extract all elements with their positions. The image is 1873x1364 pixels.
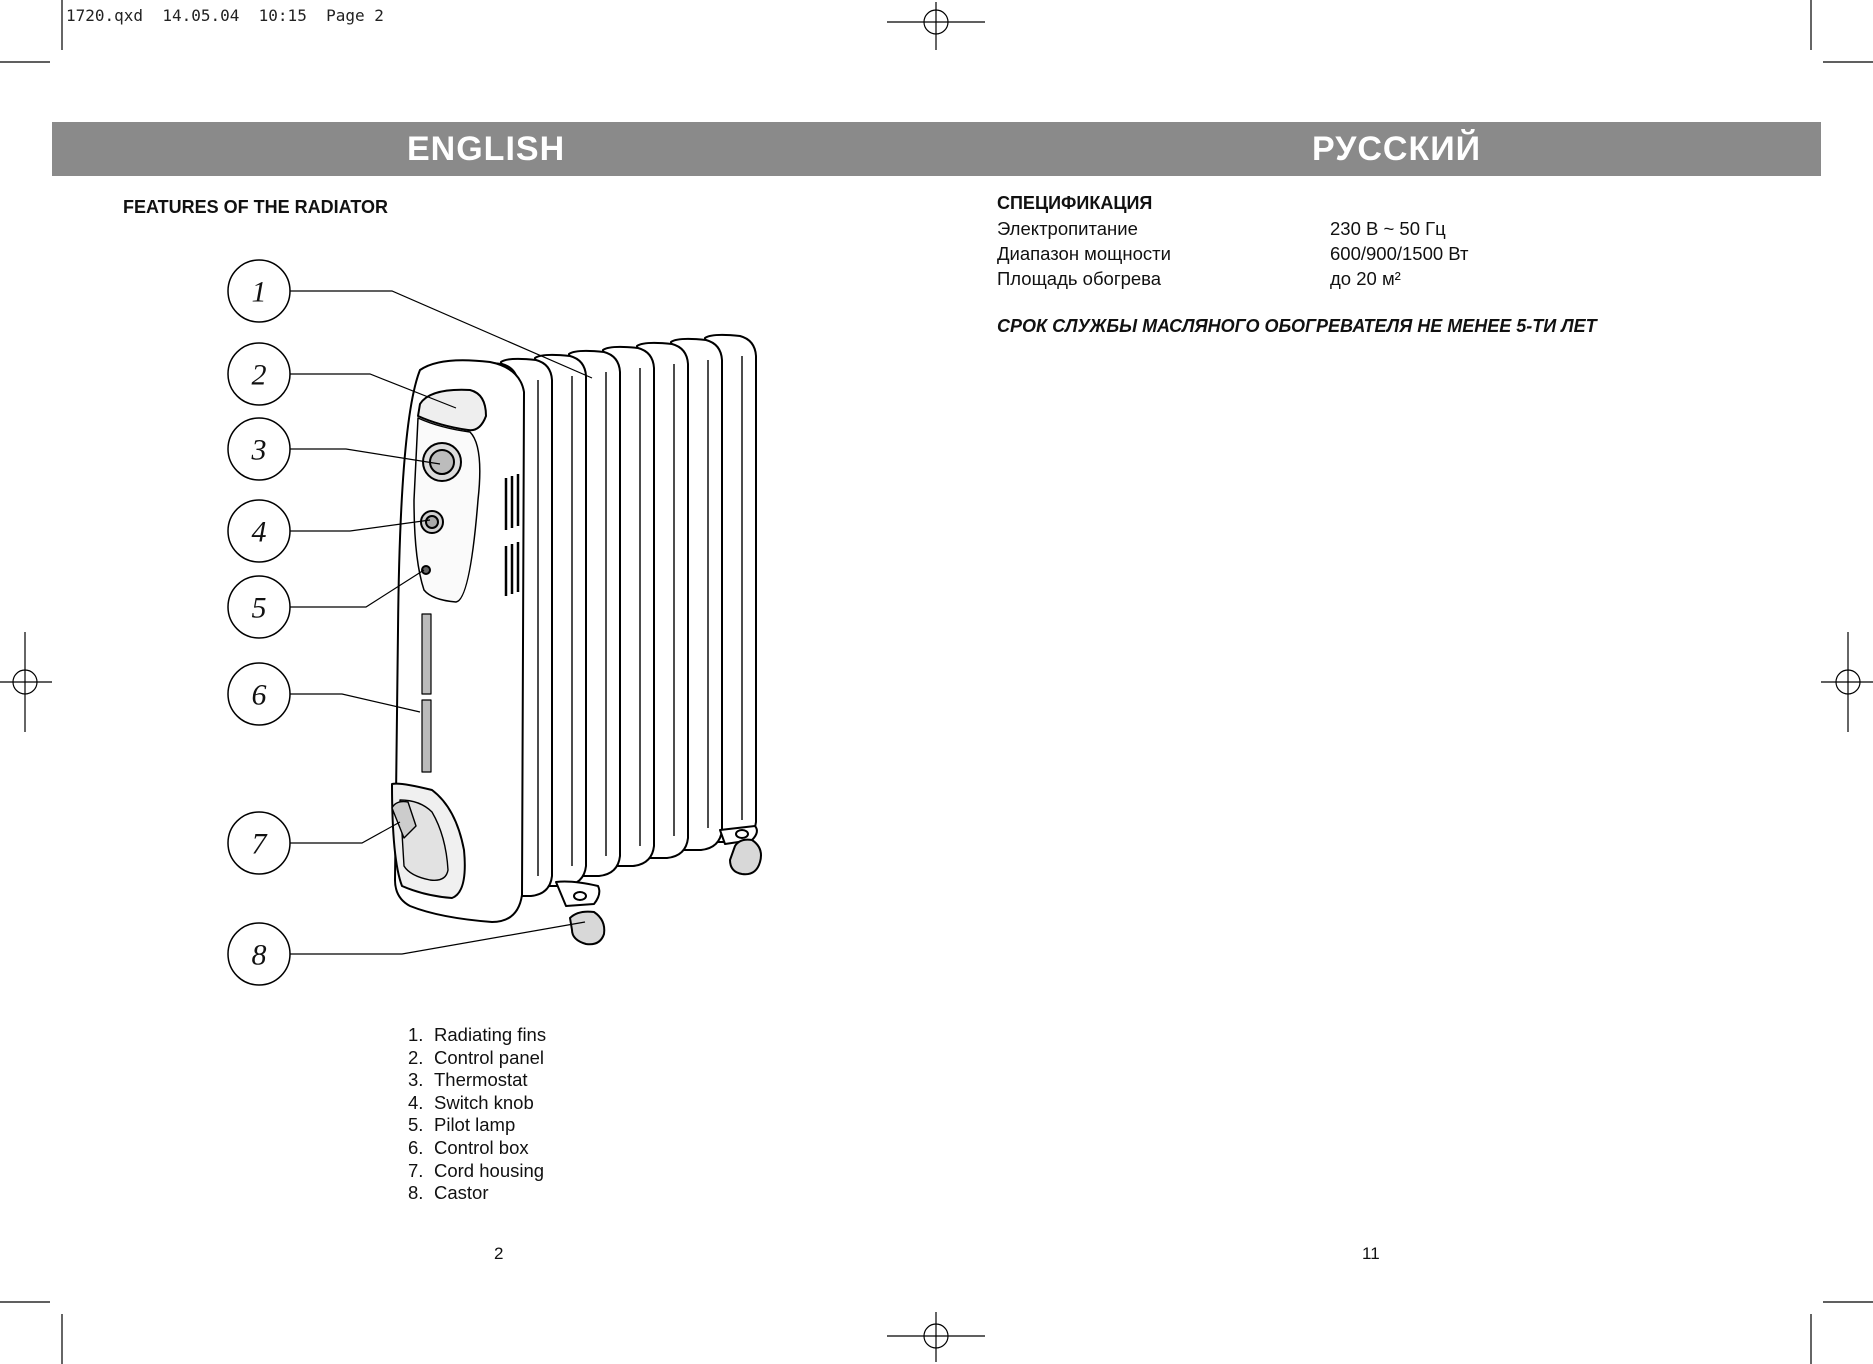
callout-numbers: 1 2 3 4 5 6 7 8 [251, 276, 269, 972]
callout-number: 1 [252, 276, 267, 309]
callout-number: 8 [252, 939, 267, 972]
spec-label: Площадь обогрева [997, 267, 1162, 289]
spec-row: Диапазон мощности 600/900/1500 Вт [997, 241, 1469, 266]
callout-number: 5 [252, 592, 267, 625]
russian-section-title: РУССКИЙ [1312, 130, 1482, 168]
spec-label: Диапазон мощности [997, 242, 1171, 264]
spec-label: Электропитание [997, 217, 1138, 239]
left-page-number: 2 [494, 1244, 504, 1263]
language-header-band: ENGLISH РУССКИЙ [52, 122, 1821, 176]
callout-number: 7 [252, 828, 269, 861]
callout-8 [227, 922, 291, 986]
legend-item: 7.Cord housing [408, 1159, 545, 1181]
spec-value: 230 В ~ 50 Гц [1330, 217, 1446, 239]
legend-item: 4.Switch knob [408, 1091, 534, 1113]
specification-table: Электропитание 230 В ~ 50 Гц Диапазон мо… [997, 216, 1469, 291]
callout-2 [227, 342, 291, 406]
legend-item: 5.Pilot lamp [408, 1114, 516, 1136]
features-heading: FEATURES OF THE RADIATOR [123, 197, 388, 217]
callout-leaders [290, 290, 593, 955]
right-page-number: 11 [1362, 1244, 1380, 1263]
callout-circles [227, 259, 291, 986]
legend-item: 6.Control box [408, 1136, 529, 1158]
spec-value: до 20 м² [1330, 267, 1401, 289]
service-life-note: СРОК СЛУЖБЫ МАСЛЯНОГО ОБОГРЕВАТЕЛЯ НЕ МЕ… [997, 316, 1597, 336]
specification-heading: СПЕЦИФИКАЦИЯ [997, 193, 1153, 213]
callout-6 [227, 662, 291, 726]
callout-4 [227, 499, 291, 563]
english-section-title: ENGLISH [407, 130, 566, 168]
spec-row: Электропитание 230 В ~ 50 Гц [997, 216, 1469, 241]
print-metadata: 1720.qxd 14.05.04 10:15 Page 2 [66, 6, 384, 25]
parts-legend: 1.Radiating fins 2.Control panel 3.Therm… [408, 1024, 546, 1205]
legend-item: 2.Control panel [408, 1046, 545, 1068]
callout-number: 2 [252, 359, 267, 392]
legend-item: 1.Radiating fins [408, 1024, 547, 1045]
legend-item: 8.Castor [408, 1182, 489, 1204]
callout-5 [227, 575, 291, 639]
callout-number: 3 [251, 434, 267, 467]
spec-value: 600/900/1500 Вт [1330, 242, 1469, 264]
callout-7 [227, 811, 291, 875]
spec-row: Площадь обогрева до 20 м² [997, 266, 1469, 291]
callout-1 [227, 259, 291, 323]
callout-number: 4 [252, 516, 267, 549]
legend-item: 3.Thermostat [408, 1069, 528, 1091]
callout-3 [227, 417, 291, 481]
radiator-illustration [391, 333, 762, 946]
callout-number: 6 [252, 679, 267, 712]
